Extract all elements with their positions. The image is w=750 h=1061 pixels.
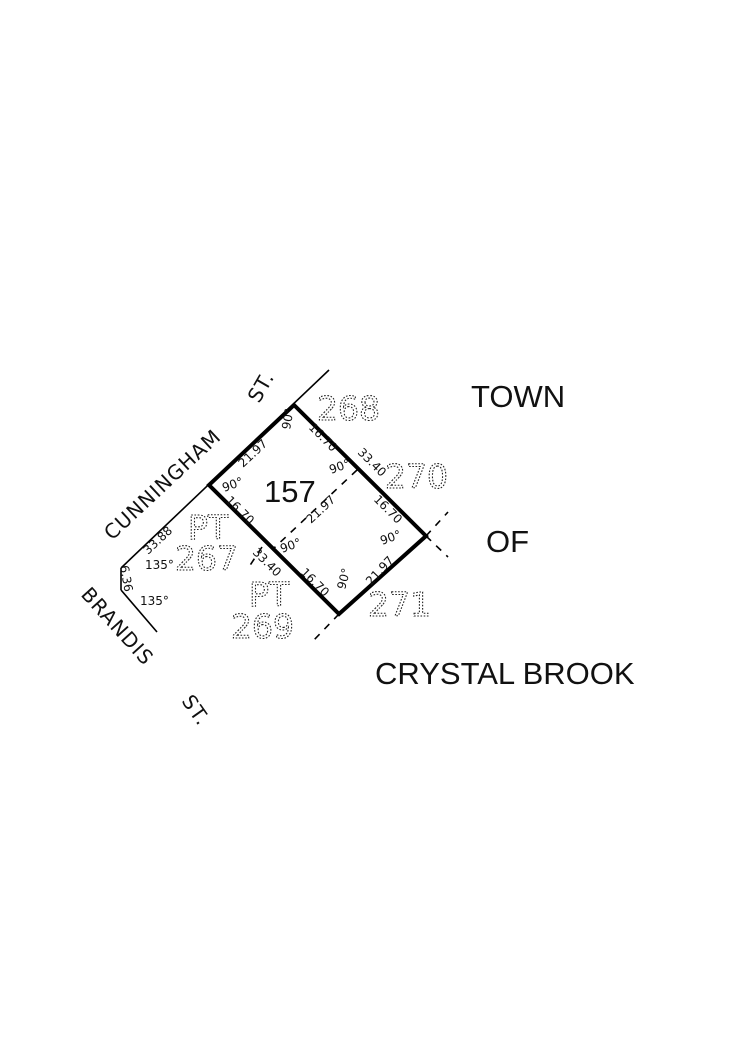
angle-inner-right: 90° (327, 456, 352, 476)
angle-right: 90° (378, 527, 403, 547)
title-line-town: TOWN (471, 379, 565, 414)
dim-se-boundary: 21.97 (363, 553, 397, 588)
extension-dash-northeast (425, 511, 449, 537)
street-suffix-brandis: ST. (177, 690, 215, 730)
lot-pt-267-number: 267 (175, 539, 238, 578)
inner-division-line (271, 469, 358, 551)
angle-corner-upper: 135° (145, 558, 174, 572)
angle-corner-lower: 135° (140, 594, 169, 608)
lot-271-label: 271 (368, 585, 431, 624)
angle-bottom: 90° (334, 567, 353, 591)
title-line-crystal-brook: CRYSTAL BROOK (375, 656, 635, 691)
angle-left: 90° (220, 474, 245, 494)
title-line-of: OF (486, 524, 529, 559)
extension-dash-south (312, 613, 340, 642)
street-suffix-cunningham: ST. (243, 367, 280, 407)
lot-157-label: 157 (264, 474, 316, 509)
lot-pt-267-prefix: PT (188, 508, 229, 547)
lot-pt-269-number: 269 (231, 607, 294, 646)
extension-dash-east (425, 535, 449, 558)
angle-inner-left: 90° (278, 535, 303, 555)
lot-270-label: 270 (385, 457, 448, 496)
dim-ne-total: 33.40 (355, 445, 389, 479)
lot-268-label: 268 (317, 389, 380, 428)
dim-corner-length: 33.88 (140, 524, 175, 558)
extension-dash-southwest (246, 546, 263, 571)
lot-pt-269-prefix: PT (249, 575, 290, 614)
angle-top: 90° (279, 407, 296, 430)
dim-sw-lower: 16.70 (298, 565, 332, 599)
brandis-street-line (120, 589, 158, 633)
dim-truncation: 6.36 (117, 564, 135, 593)
